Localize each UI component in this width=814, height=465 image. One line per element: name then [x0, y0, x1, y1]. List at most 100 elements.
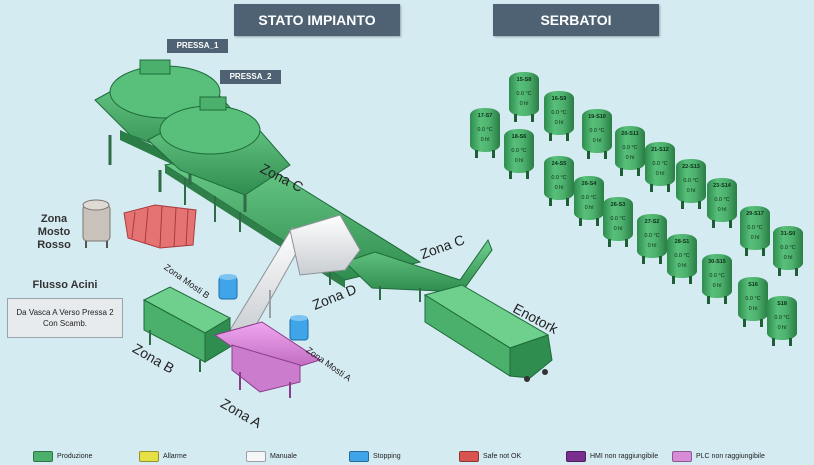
tank-leg: [707, 296, 710, 304]
tank-leg: [772, 338, 775, 346]
legend-label: Manuale: [270, 453, 297, 460]
pressa-1-button[interactable]: PRESSA_1: [167, 39, 228, 53]
legend-swatch: [349, 451, 369, 462]
tank-name: 26-S4: [581, 181, 597, 187]
tank-temperature: 0.0 °C: [581, 195, 597, 201]
tank-leg: [745, 248, 748, 256]
tank-body: [707, 178, 737, 222]
tank-leg: [566, 198, 569, 206]
tank-name: 31-S0: [780, 231, 796, 237]
tank-body: [504, 129, 534, 173]
legend-item-manuale: Manuale: [246, 451, 297, 462]
legend-swatch: [566, 451, 586, 462]
tank-leg: [712, 220, 715, 228]
tank-name: 20-S11: [621, 131, 639, 137]
tank-leg: [672, 276, 675, 284]
tank-temperature: 0.0 °C: [745, 296, 761, 302]
tank-volume: 0 hl: [748, 306, 758, 312]
tank-leg: [795, 268, 798, 276]
tank-leg: [729, 220, 732, 228]
tank-body: [544, 156, 574, 200]
legend-item-produzione: Produzione: [33, 451, 92, 462]
tank-name: 24-S5: [551, 161, 567, 167]
tank-volume: 0 hl: [686, 188, 696, 194]
legend-item-hmi-non-raggiungibile: HMI non raggiungibile: [566, 451, 658, 462]
tank-name: 23-S14: [713, 183, 731, 189]
hopper-zona-a[interactable]: [213, 321, 322, 398]
tank-temperature: 0.0 °C: [714, 197, 730, 203]
pressa-2[interactable]: [147, 96, 291, 212]
tank-20-s11[interactable]: 20-S11 0.0 °C 0 hl: [615, 122, 645, 176]
tank-temperature: 0.0 °C: [610, 216, 626, 222]
tank-body: [509, 72, 539, 116]
tank-name: 19-S10: [588, 114, 606, 120]
tank-mosti-b[interactable]: [218, 274, 238, 300]
conveyor-zona-c-incline[interactable]: [344, 238, 493, 302]
tank-name: 26-S3: [610, 202, 626, 208]
tank-temperature: 0.0 °C: [551, 175, 567, 181]
tank-volume: 0 hl: [613, 226, 623, 232]
tank-name: S18: [777, 301, 787, 307]
flusso-acini-text: Da Vasca A Verso Pressa 2 Con Scamb.: [16, 308, 114, 328]
tank-temperature: 0.0 °C: [644, 233, 660, 239]
legend-swatch: [33, 451, 53, 462]
tank-volume: 0 hl: [647, 243, 657, 249]
tank-volume: 0 hl: [712, 283, 722, 289]
tank-temperature: 0.0 °C: [683, 178, 699, 184]
tank-name: 15-S8: [516, 77, 532, 83]
mosto-rosso-tank[interactable]: [82, 199, 111, 248]
tank-volume: 0 hl: [514, 158, 524, 164]
tank-22-s13[interactable]: 22-S13 0.0 °C 0 hl: [676, 155, 706, 209]
tank-23-s14[interactable]: 23-S14 0.0 °C 0 hl: [707, 174, 737, 228]
tank-name: 29-S17: [746, 211, 764, 217]
tank-body: [676, 159, 706, 203]
flusso-acini-box[interactable]: Da Vasca A Verso Pressa 2 Con Scamb.: [7, 298, 123, 338]
tank-leg: [549, 133, 552, 141]
tank-leg: [650, 184, 653, 192]
tank-leg: [789, 338, 792, 346]
tank-volume: 0 hl: [625, 155, 635, 161]
pressa-2-button[interactable]: PRESSA_2: [220, 70, 281, 84]
serbatoi-header: SERBATOI: [493, 4, 659, 36]
legend-label: Stopping: [373, 453, 401, 460]
tank-body: [740, 206, 770, 250]
tank-volume: 0 hl: [519, 101, 529, 107]
tank-leg: [620, 168, 623, 176]
tank-leg: [549, 198, 552, 206]
tank-temperature: 0.0 °C: [622, 145, 638, 151]
tank-body: [645, 142, 675, 186]
legend-item-safe-not-ok: Safe not OK: [459, 451, 521, 462]
tank-temperature: 0.0 °C: [747, 225, 763, 231]
tank-temperature: 0.0 °C: [780, 245, 796, 251]
tank-26-s3[interactable]: 26-S3 0.0 °C 0 hl: [603, 193, 633, 247]
legend-swatch: [246, 451, 266, 462]
tank-name: 22-S13: [682, 164, 700, 170]
enotork[interactable]: [423, 284, 553, 382]
tank-temperature: 0.0 °C: [774, 315, 790, 321]
tank-body: [603, 197, 633, 241]
tank-leg: [625, 239, 628, 247]
tank-body: [702, 254, 732, 298]
tank-mosti-a[interactable]: [289, 315, 309, 341]
tank-volume: 0 hl: [717, 207, 727, 213]
hopper-zona-b[interactable]: [142, 286, 232, 372]
tank-name: 28-S1: [674, 239, 690, 245]
legend-label: PLC non raggiungibile: [696, 453, 765, 460]
tank-leg: [531, 114, 534, 122]
zona-mosto-rosso-machine[interactable]: [123, 204, 197, 249]
